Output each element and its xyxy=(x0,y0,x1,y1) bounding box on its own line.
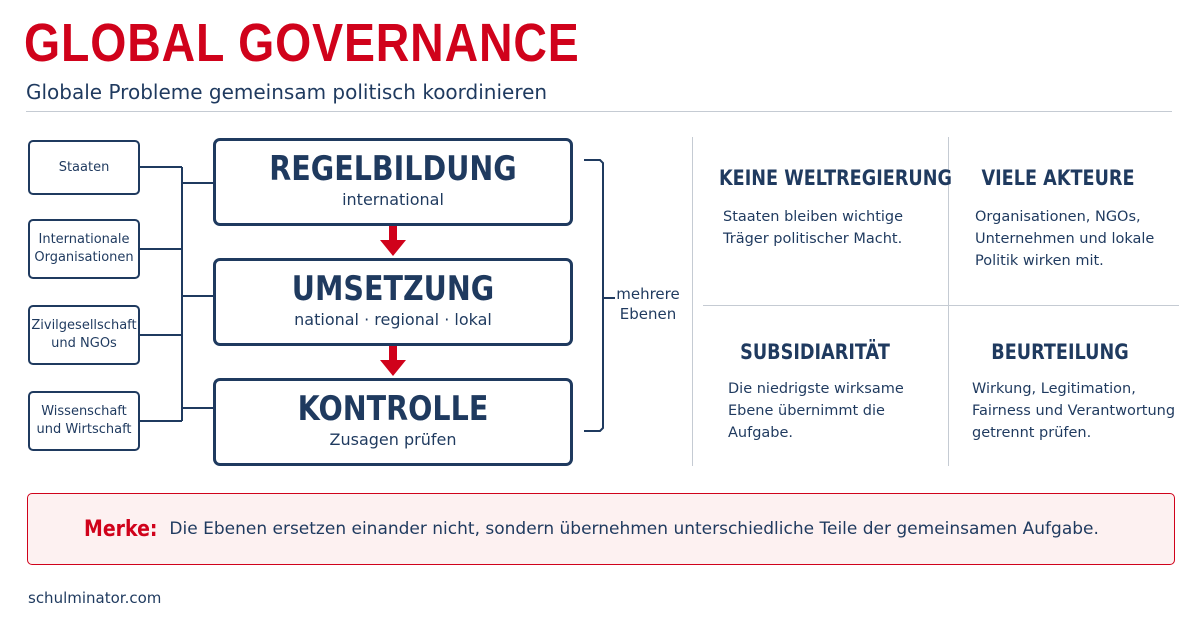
arrow-shaft-1 xyxy=(389,224,397,242)
page-subtitle: Globale Probleme gemeinsam politisch koo… xyxy=(26,80,548,104)
actor-box-wissenschaft: Wissenschaft und Wirtschaft xyxy=(28,391,140,451)
stage-subtitle: Zusagen prüfen xyxy=(329,430,457,449)
card-title-beurteilung: BEURTEILUNG xyxy=(991,340,1129,364)
card-text-viele-akteure: Organisationen, NGOs, Unternehmen und lo… xyxy=(975,209,1155,269)
card-title-keine-weltregierung: KEINE WELTREGIERUNG xyxy=(719,166,952,190)
actor-label: Staaten xyxy=(58,159,110,175)
stage-title: REGELBILDUNG xyxy=(269,149,517,189)
stage-subtitle: national · regional · lokal xyxy=(294,310,492,329)
stage-regelbildung: REGELBILDUNG international xyxy=(213,138,573,226)
actor-label: Zivilgesellschaft und NGOs xyxy=(31,318,137,351)
stage-umsetzung: UMSETZUNG national · regional · lokal xyxy=(213,258,573,346)
panel-divider-left xyxy=(692,137,693,466)
levels-bracket xyxy=(584,159,604,432)
title-divider xyxy=(26,111,1172,112)
page-title: GLOBAL GOVERNANCE xyxy=(24,13,580,73)
card-text-subsidiaritaet: Die niedrigste wirksame Ebene übernimmt … xyxy=(728,381,904,441)
card-text-beurteilung: Wirkung, Legitimation, Fairness und Vera… xyxy=(972,381,1176,441)
stage-subtitle: international xyxy=(342,190,444,209)
note-box: Merke: Die Ebenen ersetzen einander nich… xyxy=(27,493,1175,565)
panel-divider-middle xyxy=(703,305,1179,306)
actor-box-zivilgesellschaft: Zivilgesellschaft und NGOs xyxy=(28,305,140,365)
actor-box-staaten: Staaten xyxy=(28,140,140,195)
arrow-head-2 xyxy=(380,360,406,376)
footer-source: schulminator.com xyxy=(28,589,162,607)
actor-label: Internationale Organisationen xyxy=(34,232,134,265)
card-title-viele-akteure: VIELE AKTEURE xyxy=(981,166,1135,190)
stage-title: KONTROLLE xyxy=(297,389,489,429)
actor-label: Wissenschaft und Wirtschaft xyxy=(36,404,132,437)
note-label: Merke: xyxy=(84,516,158,542)
card-title-subsidiaritaet: SUBSIDIARITÄT xyxy=(740,340,890,364)
levels-label: mehrere Ebenen xyxy=(616,285,680,323)
panel-divider-center xyxy=(948,137,949,466)
arrow-shaft-2 xyxy=(389,344,397,362)
actor-box-internationale-organisationen: Internationale Organisationen xyxy=(28,219,140,279)
stage-title: UMSETZUNG xyxy=(291,269,495,309)
note-text: Die Ebenen ersetzen einander nicht, sond… xyxy=(169,519,1099,539)
arrow-head-1 xyxy=(380,240,406,256)
stage-kontrolle: KONTROLLE Zusagen prüfen xyxy=(213,378,573,466)
card-text-keine-weltregierung: Staaten bleiben wichtige Träger politisc… xyxy=(723,209,904,247)
